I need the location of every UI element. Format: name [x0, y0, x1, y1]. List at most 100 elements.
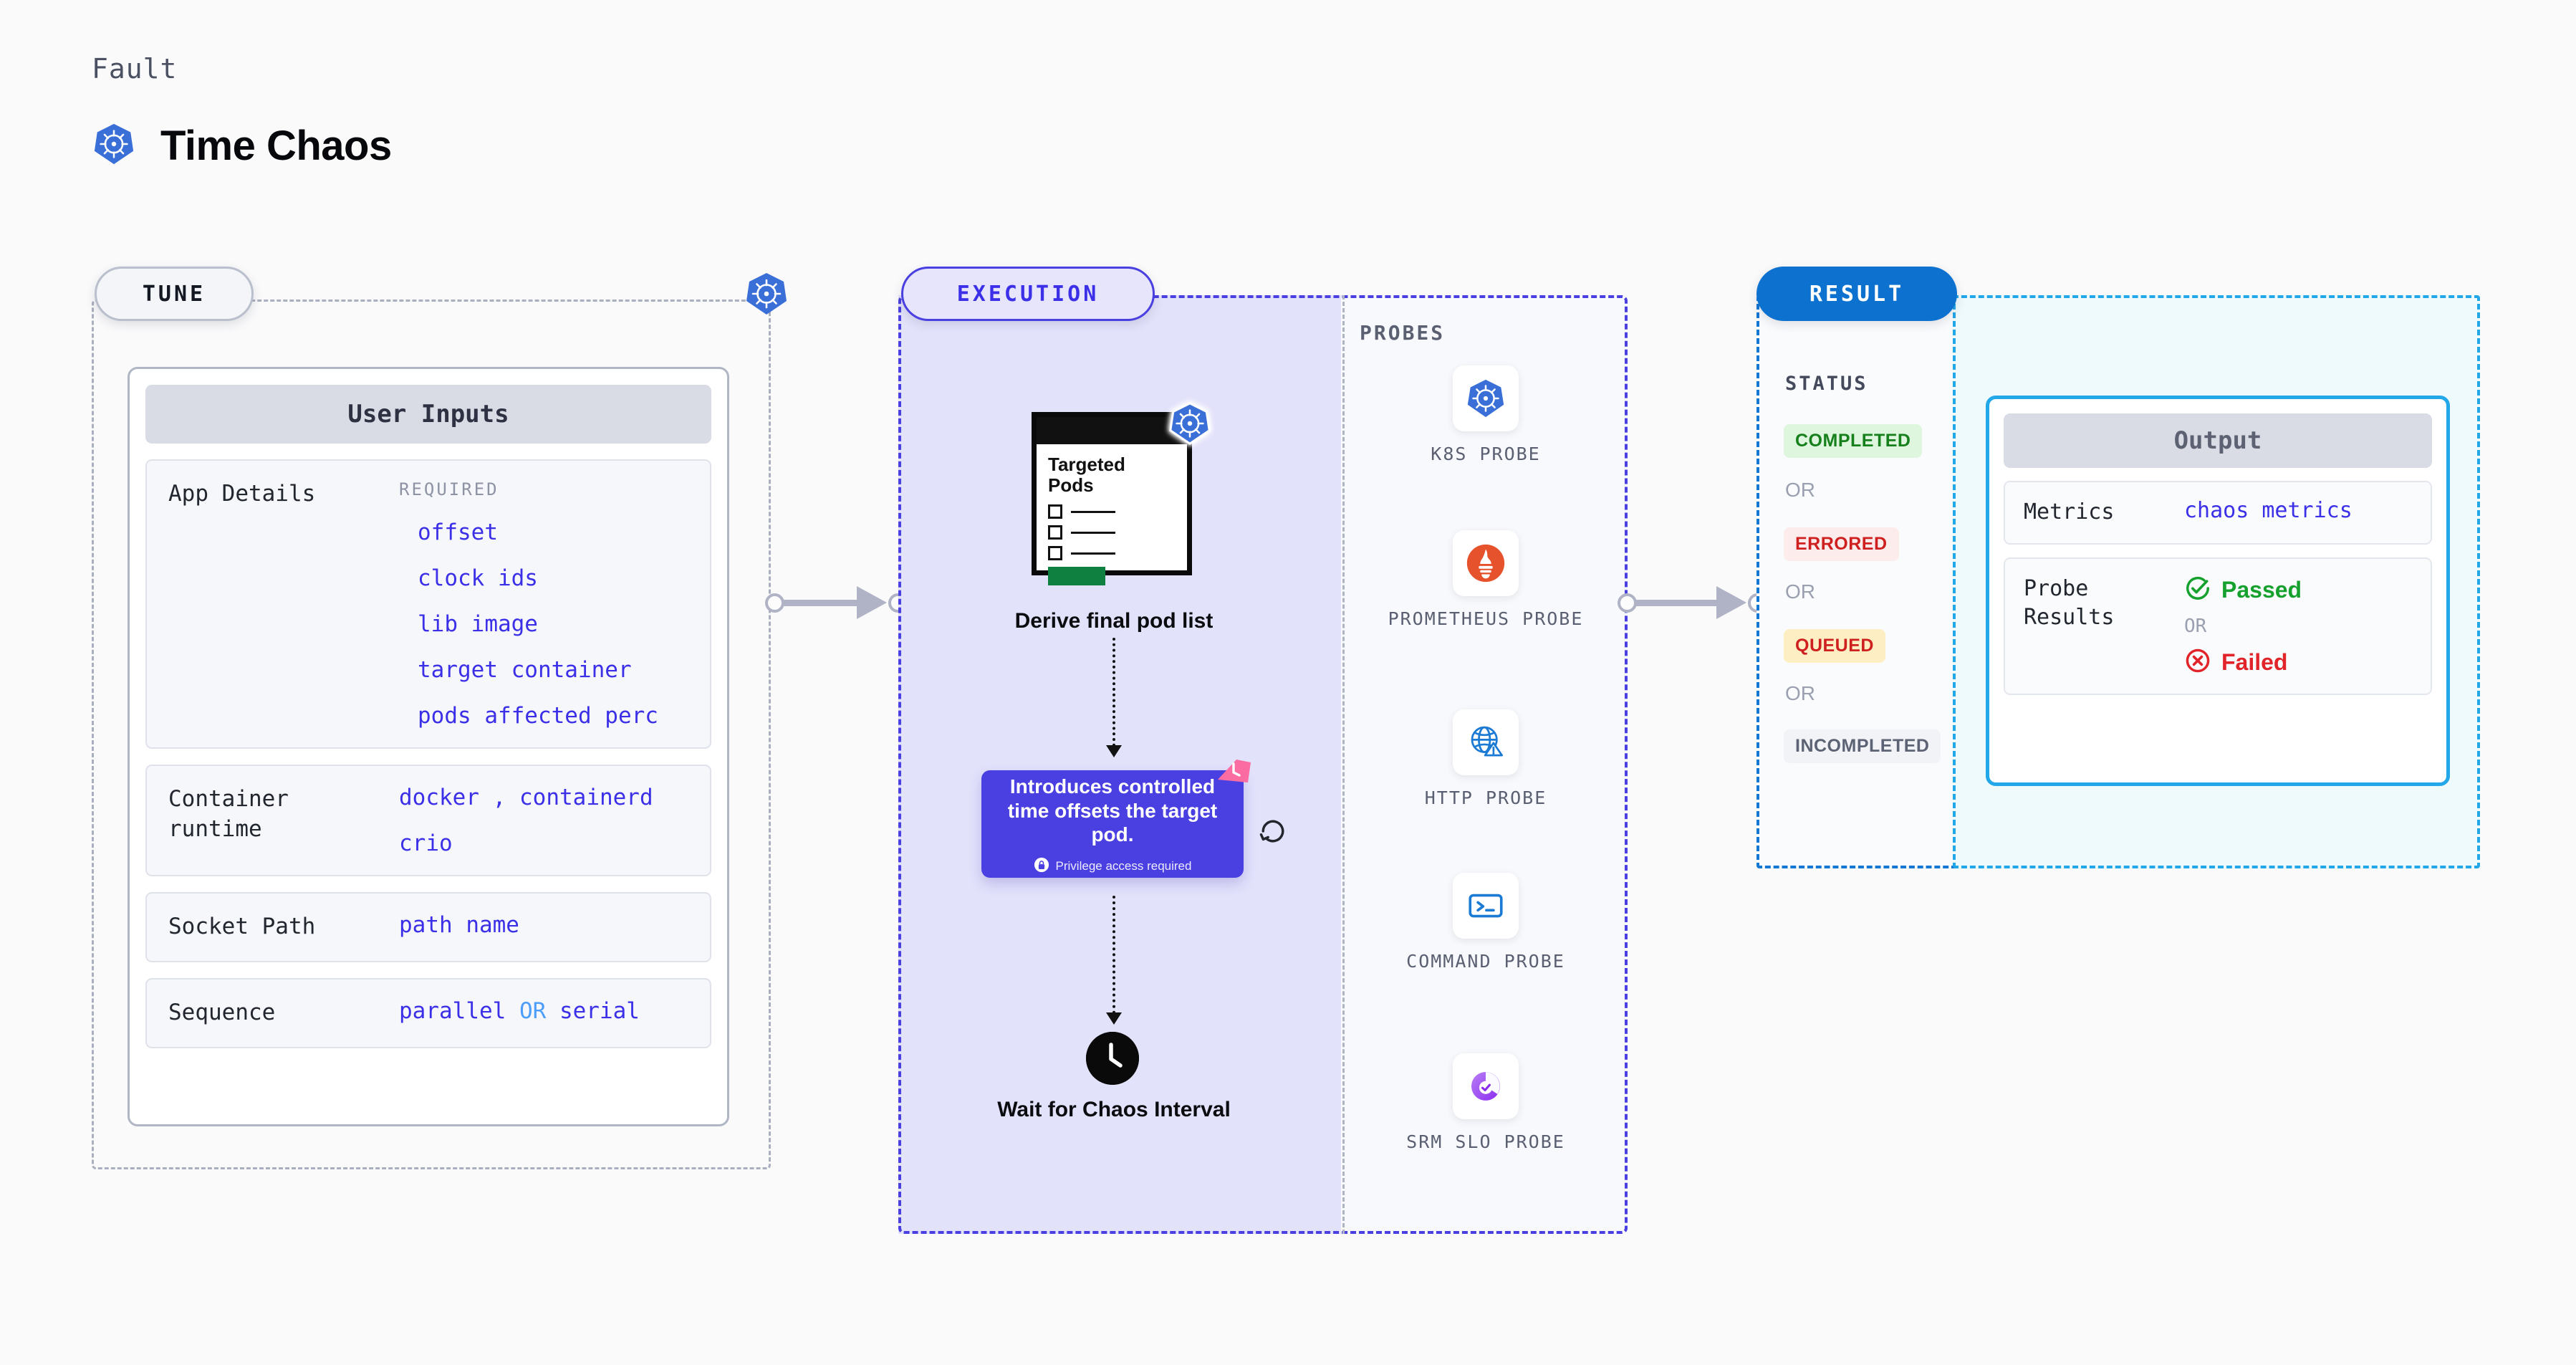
wait-interval-caption: Wait for Chaos Interval	[997, 1098, 1231, 1121]
output-title: Output	[2004, 413, 2432, 468]
fault-kicker: Fault	[92, 53, 178, 85]
checkbox-icon	[1048, 525, 1062, 540]
probe-label: K8S PROBE	[1431, 444, 1541, 464]
field-socket-path: Socket Path path name	[145, 892, 711, 962]
checklist-row	[1048, 504, 1176, 519]
kubernetes-icon	[1453, 365, 1519, 431]
passed-text: Passed	[2221, 576, 2302, 603]
value-docker: docker	[399, 785, 479, 810]
output-card: Output Metrics chaos metrics Probe Resul…	[1986, 396, 2450, 786]
status-or: OR	[1785, 479, 1815, 501]
checklist-row	[1048, 546, 1176, 561]
checklist-row	[1048, 525, 1176, 540]
value-parallel: parallel	[399, 997, 506, 1024]
flow-arrow-icon	[1106, 745, 1122, 757]
result-stage-pill[interactable]: RESULT	[1756, 267, 1957, 321]
value-pods-affected-perc: pods affected perc	[418, 703, 658, 729]
probe-command[interactable]: COMMAND PROBE	[1344, 873, 1628, 974]
field-label: App Details	[168, 481, 316, 507]
connector-execution-to-result	[1618, 580, 1769, 623]
flow-arrow-icon	[1106, 1012, 1122, 1025]
privilege-note-text: Privilege access required	[1055, 859, 1192, 873]
field-label: Sequence	[168, 999, 276, 1025]
probe-srm-slo[interactable]: SRM SLO PROBE	[1344, 1053, 1628, 1154]
execution-stage-pill[interactable]: EXECUTION	[901, 267, 1155, 321]
value-path-name: path name	[399, 912, 519, 938]
value-crio: crio	[399, 830, 453, 856]
failed-text: Failed	[2221, 648, 2288, 675]
probe-label: HTTP PROBE	[1424, 787, 1547, 808]
probe-http[interactable]: HTTP PROBE	[1344, 709, 1628, 810]
targeted-pods-title: Targeted Pods	[1048, 454, 1125, 497]
green-bar	[1048, 567, 1105, 586]
line-placeholder	[1071, 552, 1115, 555]
terminal-icon	[1453, 873, 1519, 939]
checkbox-icon	[1048, 546, 1062, 561]
kubernetes-icon	[1168, 401, 1212, 446]
status-badge-errored: ERRORED	[1784, 527, 1899, 561]
probe-result-failed: Failed	[2184, 647, 2302, 678]
clock-fault-icon	[1215, 758, 1252, 792]
x-circle-icon	[2184, 647, 2211, 678]
probes-divider	[1342, 295, 1345, 1234]
probe-results-label: Probe Results	[2024, 575, 2115, 631]
field-label: Container runtime	[168, 786, 289, 842]
status-badge-queued: QUEUED	[1784, 629, 1885, 663]
fault-description-card: Introduces controlled time offsets the t…	[981, 770, 1244, 878]
probe-label: SRM SLO PROBE	[1406, 1131, 1565, 1152]
status-badge-completed: COMPLETED	[1784, 424, 1923, 458]
srm-slo-icon	[1453, 1053, 1519, 1119]
probe-k8s[interactable]: K8S PROBE	[1344, 365, 1628, 466]
fault-title-row: Time Chaos	[92, 122, 392, 170]
value-offset: offset	[418, 519, 498, 545]
metrics-label: Metrics	[2024, 499, 2115, 525]
prometheus-icon	[1453, 530, 1519, 596]
clock-icon	[1086, 1032, 1139, 1085]
refresh-icon[interactable]	[1257, 815, 1289, 847]
check-circle-icon	[2184, 575, 2211, 605]
line-placeholder	[1071, 531, 1115, 534]
value-containerd: containerd	[519, 785, 653, 810]
value-or: OR	[519, 997, 547, 1024]
probe-result-passed: Passed	[2184, 575, 2302, 605]
line-placeholder	[1071, 510, 1115, 513]
result-status-region	[1756, 295, 1957, 868]
value-sequence: parallel OR serial	[399, 998, 640, 1024]
field-label: Socket Path	[168, 914, 316, 939]
output-metrics-row: Metrics chaos metrics	[2004, 481, 2432, 545]
value-separator: ,	[492, 785, 506, 810]
targeted-pods-node: Targeted Pods	[1032, 412, 1192, 586]
fault-description-text: Introduces controlled time offsets the t…	[1007, 775, 1218, 846]
checkbox-icon	[1048, 504, 1062, 519]
field-container-runtime: Container runtime docker , containerd cr…	[145, 765, 711, 876]
status-or: OR	[1785, 580, 1815, 603]
flow-line	[1112, 896, 1115, 1014]
lock-icon	[1034, 857, 1049, 876]
required-note: REQUIRED	[399, 479, 499, 499]
value-lib-image: lib image	[418, 611, 538, 637]
user-inputs-card: User Inputs App Details REQUIRED offset …	[128, 367, 729, 1126]
user-inputs-title: User Inputs	[145, 385, 711, 444]
value-runtime-line1: docker , containerd	[399, 785, 653, 810]
status-or: OR	[1785, 682, 1815, 704]
kubernetes-icon	[92, 122, 136, 170]
tune-stage-pill[interactable]: TUNE	[95, 267, 254, 321]
page-title: Time Chaos	[160, 123, 392, 169]
probe-label: COMMAND PROBE	[1406, 951, 1565, 972]
status-badge-incompleted: INCOMPLETED	[1784, 729, 1941, 763]
kubernetes-icon	[744, 271, 789, 317]
execution-region	[898, 295, 1628, 1234]
tune-region	[92, 300, 771, 1169]
status-label: STATUS	[1785, 373, 1868, 395]
derive-pod-list-caption: Derive final pod list	[1014, 609, 1213, 633]
probe-prometheus[interactable]: PROMETHEUS PROBE	[1344, 530, 1628, 631]
globe-warning-icon	[1453, 709, 1519, 775]
field-sequence: Sequence parallel OR serial	[145, 977, 711, 1048]
connector-tune-to-execution	[765, 580, 908, 623]
privilege-note: Privilege access required	[1034, 857, 1192, 876]
node-topbar	[1037, 417, 1187, 444]
flow-line	[1112, 638, 1115, 747]
probe-result-or: OR	[2184, 615, 2207, 637]
output-probe-results-row: Probe Results Passed OR	[2004, 557, 2432, 695]
value-serial: serial	[559, 997, 640, 1024]
